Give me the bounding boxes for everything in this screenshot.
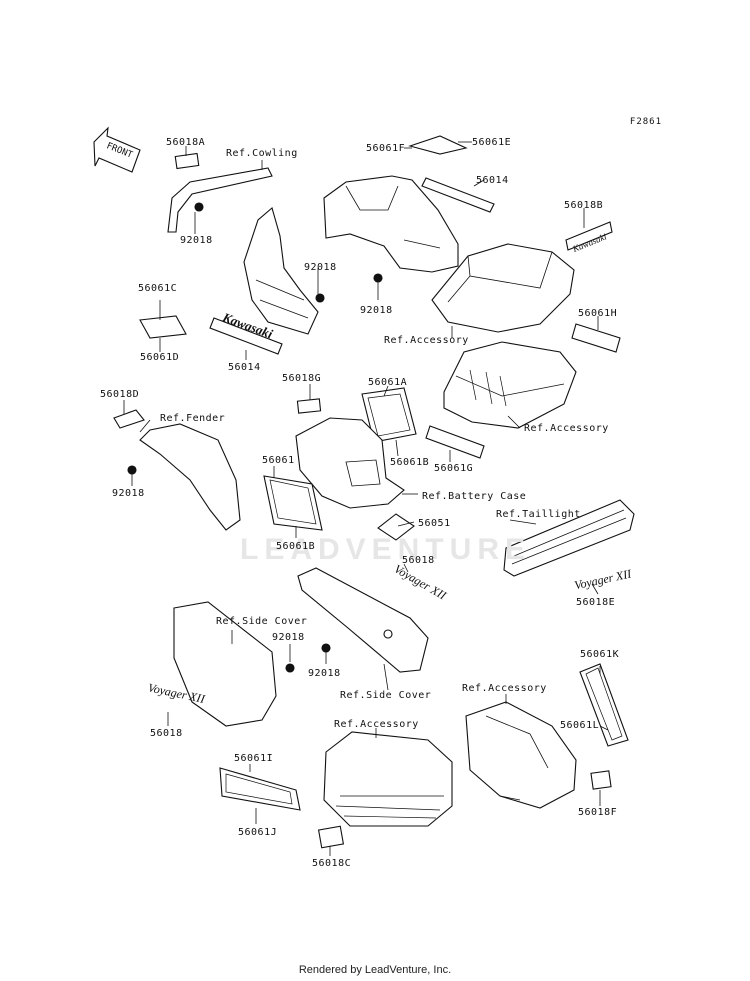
label-56061F: 56061F [366, 143, 406, 154]
emblem-voyager-56018: Voyager XII [392, 562, 450, 603]
label-56014-a: 56014 [476, 175, 509, 186]
label-56061C: 56061C [138, 283, 178, 294]
watermark: LEADVENTURE [240, 533, 532, 566]
label-ref-accessory-4: Ref.Accessory [334, 719, 419, 730]
label-56061D: 56061D [140, 352, 180, 363]
strip-56014 [421, 177, 495, 213]
decal-56061A [361, 387, 417, 443]
label-56061G: 56061G [434, 463, 474, 474]
trunk-lid [431, 243, 575, 333]
label-56061I: 56061I [234, 753, 274, 764]
label-56018-b: 56018 [150, 728, 183, 739]
decal-56061 [263, 475, 323, 531]
label-ref-cowling: Ref.Cowling [226, 148, 298, 159]
grommet-92018-a [194, 202, 204, 212]
center-cover [295, 417, 405, 509]
saddlebag-left [323, 731, 453, 827]
label-56061J: 56061J [238, 827, 278, 838]
label-56018-a: 56018 [402, 555, 435, 566]
label-ref-battery-case: Ref.Battery Case [422, 491, 527, 502]
label-92018-f: 92018 [308, 668, 341, 679]
emblem-voyager-56018E: Voyager XII [573, 566, 633, 592]
label-92018-b: 92018 [304, 262, 337, 273]
label-56061E: 56061E [472, 137, 512, 148]
label-56014-b: 56014 [228, 362, 261, 373]
decal-56018F [590, 770, 612, 790]
label-92018-d: 92018 [112, 488, 145, 499]
figure-code: F2861 [629, 117, 662, 127]
label-56018B: 56018B [564, 200, 604, 211]
label-56061B-top: 56061B [390, 457, 430, 468]
decal-56061K [579, 663, 629, 747]
strip-56061G [425, 425, 485, 459]
trunk-base [443, 341, 577, 429]
front-arrow-icon: FRONT [93, 126, 141, 173]
footer-credit: Rendered by LeadVenture, Inc. [298, 964, 452, 976]
label-56061K: 56061K [580, 649, 620, 660]
label-ref-side-cover-2: Ref.Side Cover [340, 690, 432, 701]
label-92018-a: 92018 [180, 235, 213, 246]
label-56051 [377, 513, 415, 541]
label-ref-accessory-2: Ref.Accessory [524, 423, 609, 434]
fairing-left [243, 207, 319, 335]
label-56018G: 56018G [282, 373, 322, 384]
label-ref-side-cover-1: Ref.Side Cover [216, 616, 308, 627]
label-92018-c: 92018 [360, 305, 393, 316]
label-ref-accessory-3: Ref.Accessory [462, 683, 547, 694]
decal-56018C [317, 825, 345, 849]
label-56018D: 56018D [100, 389, 140, 400]
decal-56061F [408, 135, 468, 155]
side-cover-left [173, 601, 277, 727]
label-56018A: 56018A [166, 137, 206, 148]
taillight [503, 499, 635, 577]
emblem-56018D [113, 409, 145, 429]
label-56018E: 56018E [576, 597, 616, 608]
decal-56061C [139, 315, 187, 339]
strip-56061H [571, 323, 621, 353]
label-ref-taillight: Ref.Taillight [496, 509, 581, 520]
label-56061B-bottom: 56061B [276, 541, 316, 552]
upper-fairing [323, 175, 459, 273]
decal-56018G [296, 398, 322, 414]
label-56018F: 56018F [578, 807, 618, 818]
svg-text:Voyager XII: Voyager XII [573, 566, 633, 592]
rear-fender [139, 423, 241, 531]
label-56061L: 56061L [560, 720, 600, 731]
emblem-56018B: Kawasaki [565, 221, 613, 254]
label-56061H: 56061H [578, 308, 618, 319]
label-92018-e: 92018 [272, 632, 305, 643]
decal-56018A [174, 152, 200, 170]
label-56061A: 56061A [368, 377, 408, 388]
cowling-trim [167, 167, 273, 233]
label-56018C: 56018C [312, 858, 352, 869]
decal-56061I [219, 767, 301, 811]
label-ref-accessory-1: Ref.Accessory [384, 335, 469, 346]
saddlebag-right [465, 701, 577, 809]
svg-text:Voyager XII: Voyager XII [392, 562, 450, 603]
side-cover-right [297, 567, 429, 673]
label-56061: 56061 [262, 455, 295, 466]
label-ref-fender: Ref.Fender [160, 413, 226, 424]
leader-lines [123, 141, 609, 856]
label-56051: 56051 [418, 518, 451, 529]
